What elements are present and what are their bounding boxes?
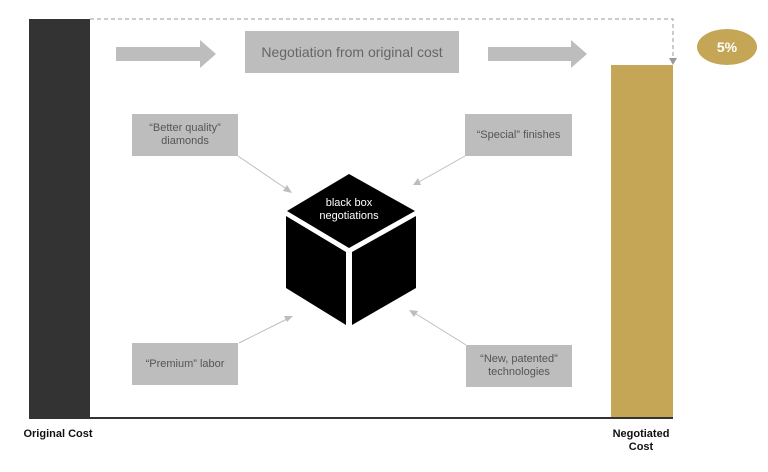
dashed-reference-line [90,18,674,62]
cube-left-face [286,216,346,325]
connector-arrowhead-bottom-left [284,316,293,322]
factor-text-special-finishes: “Special” finishes [476,128,561,141]
factor-text-new-technologies: “New, patented” technologies [480,353,558,378]
negotiated-cost-label: Negotiated Cost [612,428,670,453]
connector-arrowhead-top-right [413,178,421,185]
connector-top-right [416,155,466,184]
dashed-arrow-head [669,58,677,65]
negotiated-cost-bar [611,65,673,418]
right-flow-arrow [488,40,587,68]
factor-box-premium-labor: “Premium” labor [132,343,238,385]
factor-box-better-quality: “Better quality” diamonds [132,114,238,156]
black-box-cube [286,174,416,325]
factor-text-premium-labor: “Premium” labor [145,357,225,370]
factor-box-new-technologies: “New, patented” technologies [466,345,572,387]
left-flow-arrow [116,40,216,68]
connector-arrowhead-top-left [283,185,292,193]
original-cost-label: Original Cost [23,428,93,440]
cube-top-face [287,174,415,248]
cube-label: black box negotiations [319,197,379,222]
connector-top-left [237,155,289,191]
factor-box-special-finishes: “Special” finishes [465,114,572,156]
original-cost-bar [29,19,90,418]
connector-arrowhead-bottom-right [409,310,418,317]
factor-text-better-quality: “Better quality” diamonds [149,122,221,147]
baseline-axis [29,417,673,419]
percentage-badge: 5% [697,29,757,65]
connector-bottom-right [412,311,467,346]
cube-right-face [352,216,416,325]
negotiation-title-text: Negotiation from original cost [261,43,443,60]
negotiation-title-box: Negotiation from original cost [245,31,459,73]
connector-bottom-left [238,317,290,344]
